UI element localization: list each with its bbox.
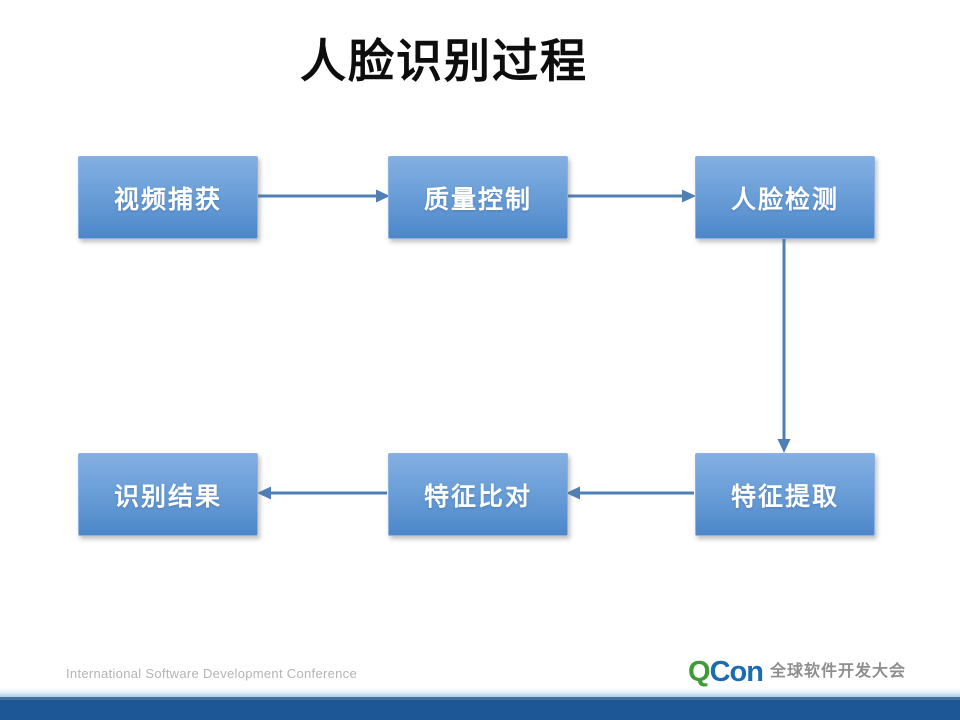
qcon-logo-con: Con (709, 656, 764, 688)
slide-title: 人脸识别过程 (300, 35, 588, 87)
flow-node-face-detection: 人脸检测 (695, 156, 875, 239)
flow-node-recognition-result: 识别结果 (78, 453, 258, 536)
flow-node-feature-comparison: 特征比对 (388, 453, 568, 536)
arrowhead-right-icon (682, 189, 696, 203)
flow-node-feature-extraction: 特征提取 (695, 453, 875, 536)
flow-node-video-capture: 视频捕获 (78, 156, 258, 239)
bottom-dark-bar (0, 700, 960, 720)
connector-facedetect-to-extract (777, 238, 791, 453)
flow-node-label: 视频捕获 (113, 185, 222, 214)
flow-node-label: 人脸检测 (730, 185, 839, 214)
connector-compare-to-result (257, 486, 387, 500)
arrowhead-down-icon (777, 439, 791, 453)
bottom-mid-stripe (0, 697, 960, 700)
connector-video-to-quality (257, 189, 390, 203)
qcon-logo-q: Q (688, 656, 711, 688)
footer-conference-text: International Software Development Confe… (66, 666, 357, 681)
flow-node-label: 质量控制 (423, 185, 532, 214)
flow-node-label: 特征提取 (730, 482, 839, 511)
connector-quality-to-facedetect (566, 189, 696, 203)
flow-node-quality-control: 质量控制 (388, 156, 568, 239)
flow-node-label: 特征比对 (423, 482, 532, 511)
arrowhead-left-icon (566, 486, 580, 500)
bottom-fade-stripe (0, 688, 960, 697)
flow-node-label: 识别结果 (113, 482, 222, 511)
qcon-logo-suffix: 全球软件开发大会 (769, 663, 906, 680)
connector-extract-to-compare (566, 486, 694, 500)
arrowhead-left-icon (257, 486, 271, 500)
